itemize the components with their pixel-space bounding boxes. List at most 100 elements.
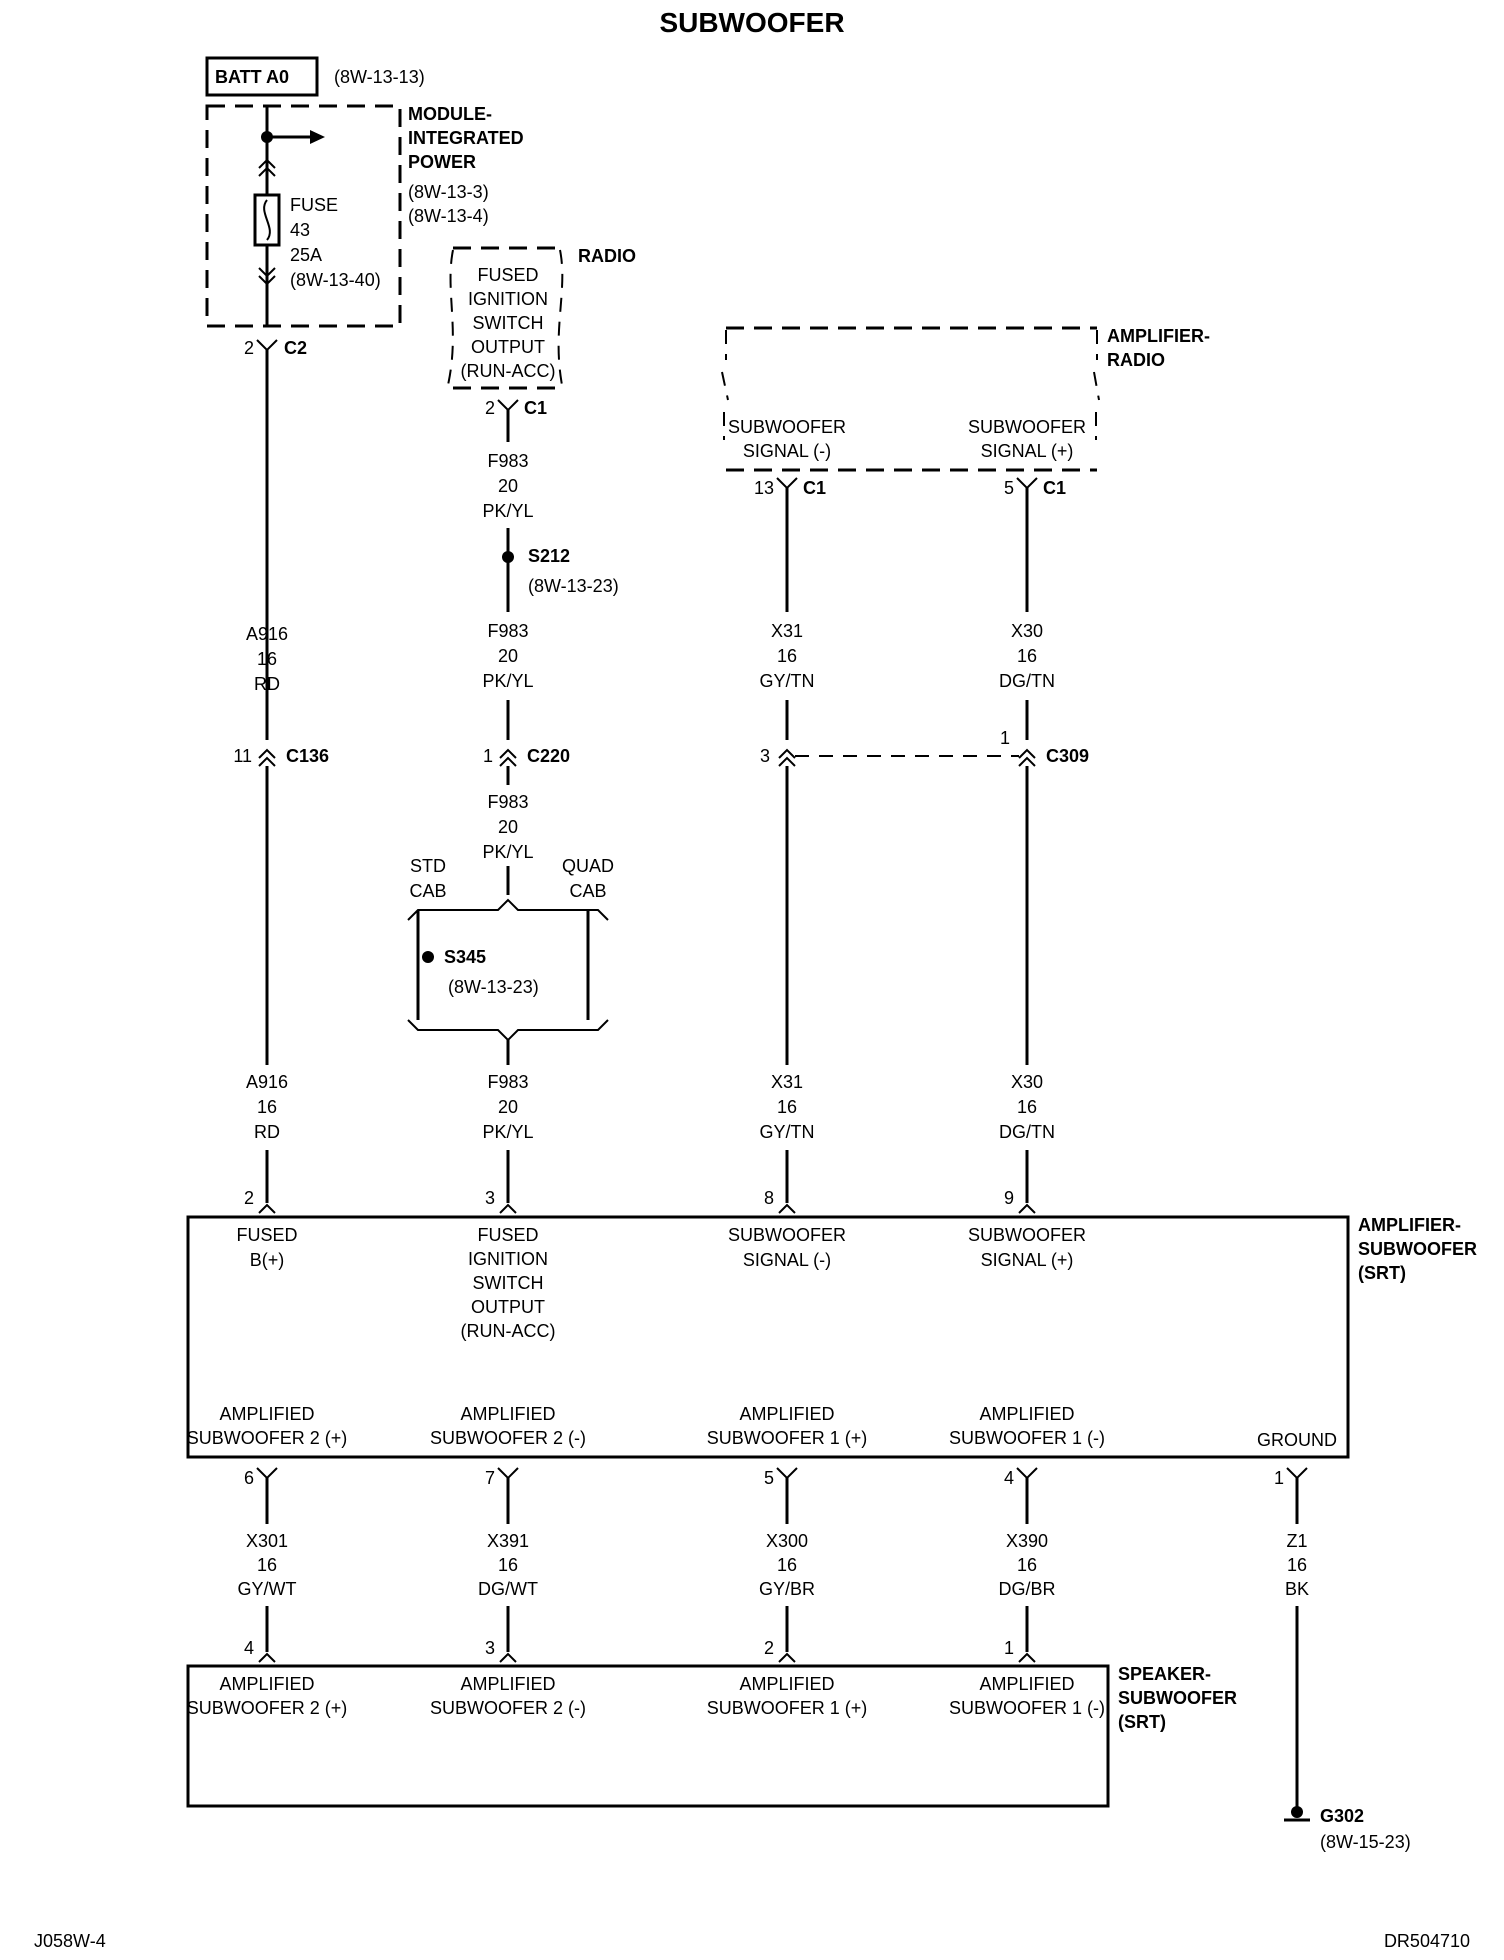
amp-sub-out-3a: AMPLIFIED: [739, 1404, 834, 1424]
amplifier-radio-module: AMPLIFIER- RADIO SUBWOOFER SIGNAL (-) SU…: [721, 326, 1210, 472]
wire-x301-code: X301: [246, 1531, 288, 1551]
c136-name: C136: [286, 746, 329, 766]
speaker-in-1a: AMPLIFIED: [219, 1674, 314, 1694]
wire-x31-code-2: X31: [771, 1072, 803, 1092]
connector-c136: [258, 748, 276, 759]
wire-a916-color-1: RD: [254, 674, 280, 694]
c220-name: C220: [527, 746, 570, 766]
amp-radio-pin-label-2a: SUBWOOFER: [968, 417, 1086, 437]
amp-sub-ign-5: (RUN-ACC): [461, 1321, 556, 1341]
diagram-title: SUBWOOFER: [659, 7, 844, 38]
wire-a916-color-2: RD: [254, 1122, 280, 1142]
speaker-pin-4: 4: [244, 1638, 254, 1658]
wire-z1-color: BK: [1285, 1579, 1309, 1599]
amp-sub-name-2: SUBWOOFER: [1358, 1239, 1477, 1259]
wire-x30-color-1: DG/TN: [999, 671, 1055, 691]
wire-f983-gauge-4: 20: [498, 1097, 518, 1117]
amp-sub-pin-4: 4: [1004, 1468, 1014, 1488]
wire-a916-code-2: A916: [246, 1072, 288, 1092]
wire-x31-color-2: GY/TN: [759, 1122, 814, 1142]
wire-f983-code-2: F983: [487, 621, 528, 641]
amp-sub-sig-neg-2: SIGNAL (-): [743, 1250, 831, 1270]
wire-x31-code-1: X31: [771, 621, 803, 641]
amp-sub-pin-5: 5: [764, 1468, 774, 1488]
wire-x30-code-2: X30: [1011, 1072, 1043, 1092]
amp-sub-sig-pos-2: SIGNAL (+): [981, 1250, 1074, 1270]
wire-x30-gauge-2: 16: [1017, 1097, 1037, 1117]
amp-radio-conn-2: C1: [1043, 478, 1066, 498]
amp-radio-pin-5: 5: [1004, 478, 1014, 498]
amp-sub-input-pins: 2 3 8 9: [244, 1188, 1036, 1214]
fuse-label: FUSE: [290, 195, 338, 215]
connector-amp-radio-c1-a: [776, 477, 798, 490]
amp-sub-out-4b: SUBWOOFER 1 (-): [949, 1428, 1105, 1448]
c309-name: C309: [1046, 746, 1089, 766]
amp-sub-pin-8: 8: [764, 1188, 774, 1208]
arrow-right-icon: [310, 130, 325, 144]
splice-s345-dot: [422, 951, 434, 963]
wire-x391-code: X391: [487, 1531, 529, 1551]
batt-ref: (8W-13-13): [334, 67, 425, 87]
wire-x391-color: DG/WT: [478, 1579, 538, 1599]
ground-g302: G302 (8W-15-23): [1284, 1806, 1411, 1852]
quad-cab-label-2: CAB: [569, 881, 606, 901]
ground-name: G302: [1320, 1806, 1364, 1826]
amp-sub-out-3b: SUBWOOFER 1 (+): [707, 1428, 868, 1448]
amp-sub-pin-9: 9: [1004, 1188, 1014, 1208]
speaker-pin-1: 1: [1004, 1638, 1014, 1658]
amp-sub-name-1: AMPLIFIER-: [1358, 1215, 1461, 1235]
wire-z1-gauge: 16: [1287, 1555, 1307, 1575]
c2-pin: 2: [244, 338, 254, 358]
cab-variant-brace: STD CAB QUAD CAB S345 (8W-13-23): [407, 856, 614, 1042]
wire-f983-color-3: PK/YL: [482, 842, 533, 862]
radio-c1-name: C1: [524, 398, 547, 418]
wire-x30-code-1: X30: [1011, 621, 1043, 641]
batt-label: BATT A0: [215, 67, 289, 87]
splice-s212-ref: (8W-13-23): [528, 576, 619, 596]
ground-ref: (8W-15-23): [1320, 1832, 1411, 1852]
c136-pin: 11: [233, 746, 252, 766]
amp-sub-pin-3: 3: [485, 1188, 495, 1208]
amp-sub-ign-1: FUSED: [477, 1225, 538, 1245]
speaker-in-4a: AMPLIFIED: [979, 1674, 1074, 1694]
mip-ref-2: (8W-13-4): [408, 206, 489, 226]
wire-x31-gauge-1: 16: [777, 646, 797, 666]
radio-pin-label-4: OUTPUT: [471, 337, 545, 357]
speaker-in-2a: AMPLIFIED: [460, 1674, 555, 1694]
amp-sub-ign-2: IGNITION: [468, 1249, 548, 1269]
connector-c220: [499, 748, 517, 759]
mip-name-3: POWER: [408, 152, 476, 172]
wire-f983-color-2: PK/YL: [482, 671, 533, 691]
amp-sub-fused-2: B(+): [250, 1250, 285, 1270]
splice-s345-ref: (8W-13-23): [448, 977, 539, 997]
amp-sub-ign-3: SWITCH: [473, 1273, 544, 1293]
radio-module: RADIO FUSED IGNITION SWITCH OUTPUT (RUN-…: [447, 246, 636, 390]
wire-a916-code-1: A916: [246, 624, 288, 644]
radio-pin-label-3: SWITCH: [473, 313, 544, 333]
speaker-name-1: SPEAKER-: [1118, 1664, 1211, 1684]
amp-sub-fused-1: FUSED: [236, 1225, 297, 1245]
wire-f983-gauge-2: 20: [498, 646, 518, 666]
wire-x30-color-2: DG/TN: [999, 1122, 1055, 1142]
c220-pin: 1: [483, 746, 493, 766]
wire-z1-code: Z1: [1286, 1531, 1307, 1551]
amp-sub-pin-6: 6: [244, 1468, 254, 1488]
wire-x300-gauge: 16: [777, 1555, 797, 1575]
footer-left-code: J058W-4: [34, 1931, 106, 1951]
footer-right-code: DR504710: [1384, 1931, 1470, 1951]
amp-sub-name-3: (SRT): [1358, 1263, 1406, 1283]
speaker-name-2: SUBWOOFER: [1118, 1688, 1237, 1708]
amp-sub-out-1b: SUBWOOFER 2 (+): [187, 1428, 348, 1448]
std-cab-label-1: STD: [410, 856, 446, 876]
mip-name-2: INTEGRATED: [408, 128, 524, 148]
amp-sub-pin-1: 1: [1274, 1468, 1284, 1488]
amp-radio-pin-13: 13: [754, 478, 774, 498]
wire-x30-gauge-1: 16: [1017, 646, 1037, 666]
connector-radio-c1: [497, 399, 519, 412]
amp-sub-ign-4: OUTPUT: [471, 1297, 545, 1317]
speaker-pin-3: 3: [485, 1638, 495, 1658]
wire-f983-gauge-1: 20: [498, 476, 518, 496]
wire-f983-gauge-3: 20: [498, 817, 518, 837]
